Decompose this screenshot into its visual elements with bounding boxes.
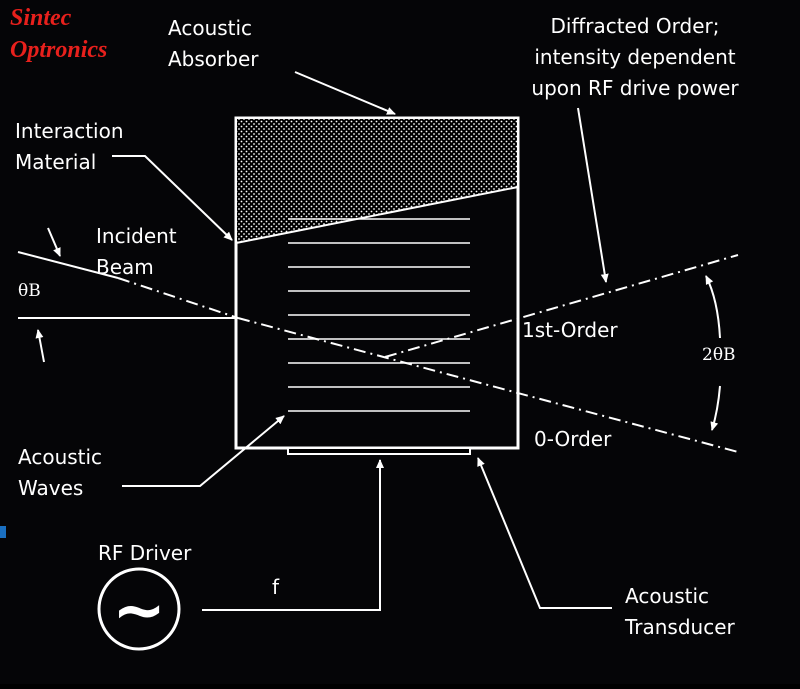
acoustic-waves-callout-arrow	[122, 415, 285, 487]
acoustic-transducer-plate	[287, 447, 471, 455]
rf-sine-glyph: ~	[112, 574, 166, 648]
two-theta-arrow-top	[705, 275, 721, 339]
incident-beam-dashed	[117, 277, 239, 319]
rf-feed-line	[202, 459, 384, 611]
label-incident-1: Incident	[96, 224, 177, 248]
label-diffracted-3: upon RF drive power	[531, 76, 739, 100]
label-interaction-1: Interaction	[15, 119, 124, 143]
label-acoustic-absorber-1: Acoustic	[168, 16, 252, 40]
label-interaction-2: Material	[15, 150, 96, 174]
theta-b-arrow-top	[47, 227, 61, 257]
first-order-beam	[384, 254, 739, 358]
transducer-callout-arrow	[477, 457, 612, 609]
acoustic-wavefronts	[288, 218, 470, 412]
absorber-callout-arrow	[294, 71, 396, 115]
diffracted-order-callout-arrow	[577, 107, 609, 283]
brand-name-line1: Sintec	[10, 5, 72, 31]
two-theta-arrow-bottom	[710, 385, 721, 431]
rf-driver-symbol	[97, 567, 181, 651]
theta-b-arrow-bottom	[35, 329, 45, 363]
label-acoustic-waves-2: Waves	[18, 476, 83, 500]
label-frequency: f	[272, 575, 280, 599]
brand-name-line2: Optronics	[10, 37, 107, 63]
label-incident-2: Beam	[96, 255, 154, 279]
zero-order-beam	[237, 317, 739, 453]
label-first-order: 1st-Order	[522, 318, 618, 342]
label-zero-order: 0-Order	[534, 427, 612, 451]
edge-accent-mark	[0, 526, 6, 538]
label-diffracted-2: intensity dependent	[534, 45, 735, 69]
material-callout-arrow	[112, 155, 233, 241]
label-acoustic-waves-1: Acoustic	[18, 445, 102, 469]
label-transducer-1: Acoustic	[625, 584, 709, 608]
label-rf-driver: RF Driver	[98, 541, 192, 565]
label-two-theta-b: 2θB	[702, 345, 736, 365]
incident-beam-line	[17, 251, 119, 279]
label-acoustic-absorber-2: Absorber	[168, 47, 259, 71]
acoustic-absorber-region	[235, 117, 519, 245]
label-diffracted-1: Diffracted Order;	[551, 14, 720, 38]
label-theta-b: θB	[18, 281, 41, 301]
label-transducer-2: Transducer	[624, 615, 736, 639]
